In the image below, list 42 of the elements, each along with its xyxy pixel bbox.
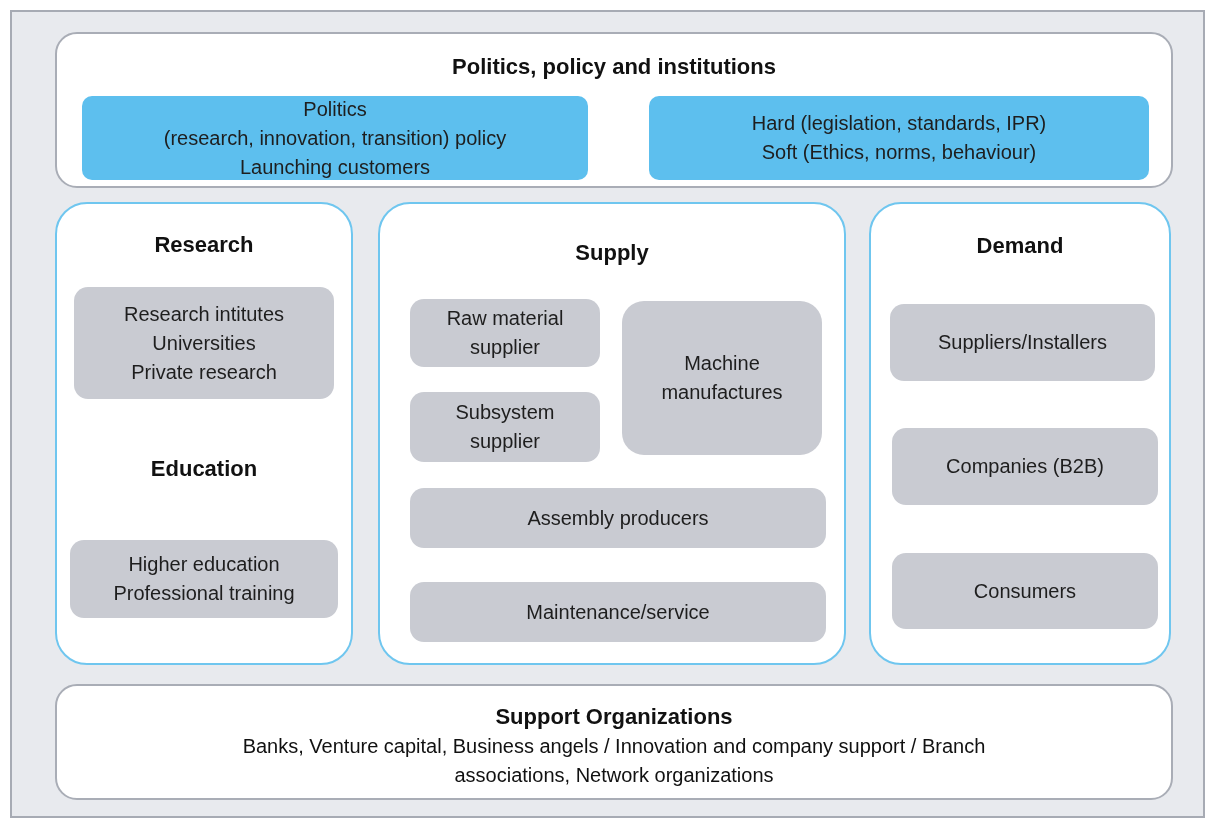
box-text: Companies (B2B) (946, 454, 1104, 479)
item-box (410, 392, 600, 462)
box-text: Maintenance/service (526, 599, 710, 625)
box-text: Machine manufactures (660, 351, 784, 405)
group-text: Banks, Venture capital, Business angels / Innovation and company support / Branch associations, Network organizations (241, 734, 987, 788)
box-text: (research, innovation, transition) policy (163, 125, 507, 151)
group-heading: Support Organizations (495, 703, 733, 731)
group-heading: Supply (575, 239, 649, 267)
item-box (649, 96, 1149, 180)
box-text: Politics (303, 96, 367, 122)
item-box (892, 428, 1158, 505)
item-box (410, 582, 826, 642)
group-panel (869, 202, 1171, 665)
group-heading: Education (150, 455, 258, 483)
box-text: Raw material supplier (445, 306, 565, 360)
box-text: Launching customers (239, 154, 431, 180)
group-heading: Demand (976, 232, 1064, 260)
box-text: Subsystem supplier (454, 400, 556, 454)
box-text: Consumers (973, 578, 1077, 604)
box-text: Soft (Ethics, norms, behaviour) (761, 140, 1037, 165)
item-box (622, 301, 822, 455)
group-heading: Politics, policy and institutions (452, 53, 776, 81)
box-text: Research intitutes (123, 301, 285, 327)
item-box (70, 540, 338, 618)
item-box (74, 287, 334, 399)
group-panel (378, 202, 846, 665)
box-text: Private research (131, 359, 277, 385)
item-box (82, 96, 588, 180)
box-text: Suppliers/Installers (938, 330, 1107, 355)
box-text: Assembly producers (527, 505, 709, 531)
box-text: Professional training (113, 581, 295, 606)
group-panel (55, 202, 353, 665)
group-panel (55, 32, 1173, 188)
box-text: Hard (legislation, standards, IPR) (751, 111, 1047, 136)
group-panel (55, 684, 1173, 800)
group-heading: Research (154, 231, 254, 259)
item-box (892, 553, 1158, 629)
item-box (890, 304, 1155, 381)
item-box (410, 488, 826, 548)
box-text: Higher education (128, 552, 280, 577)
box-text: Universities (152, 330, 256, 356)
item-box (410, 299, 600, 367)
